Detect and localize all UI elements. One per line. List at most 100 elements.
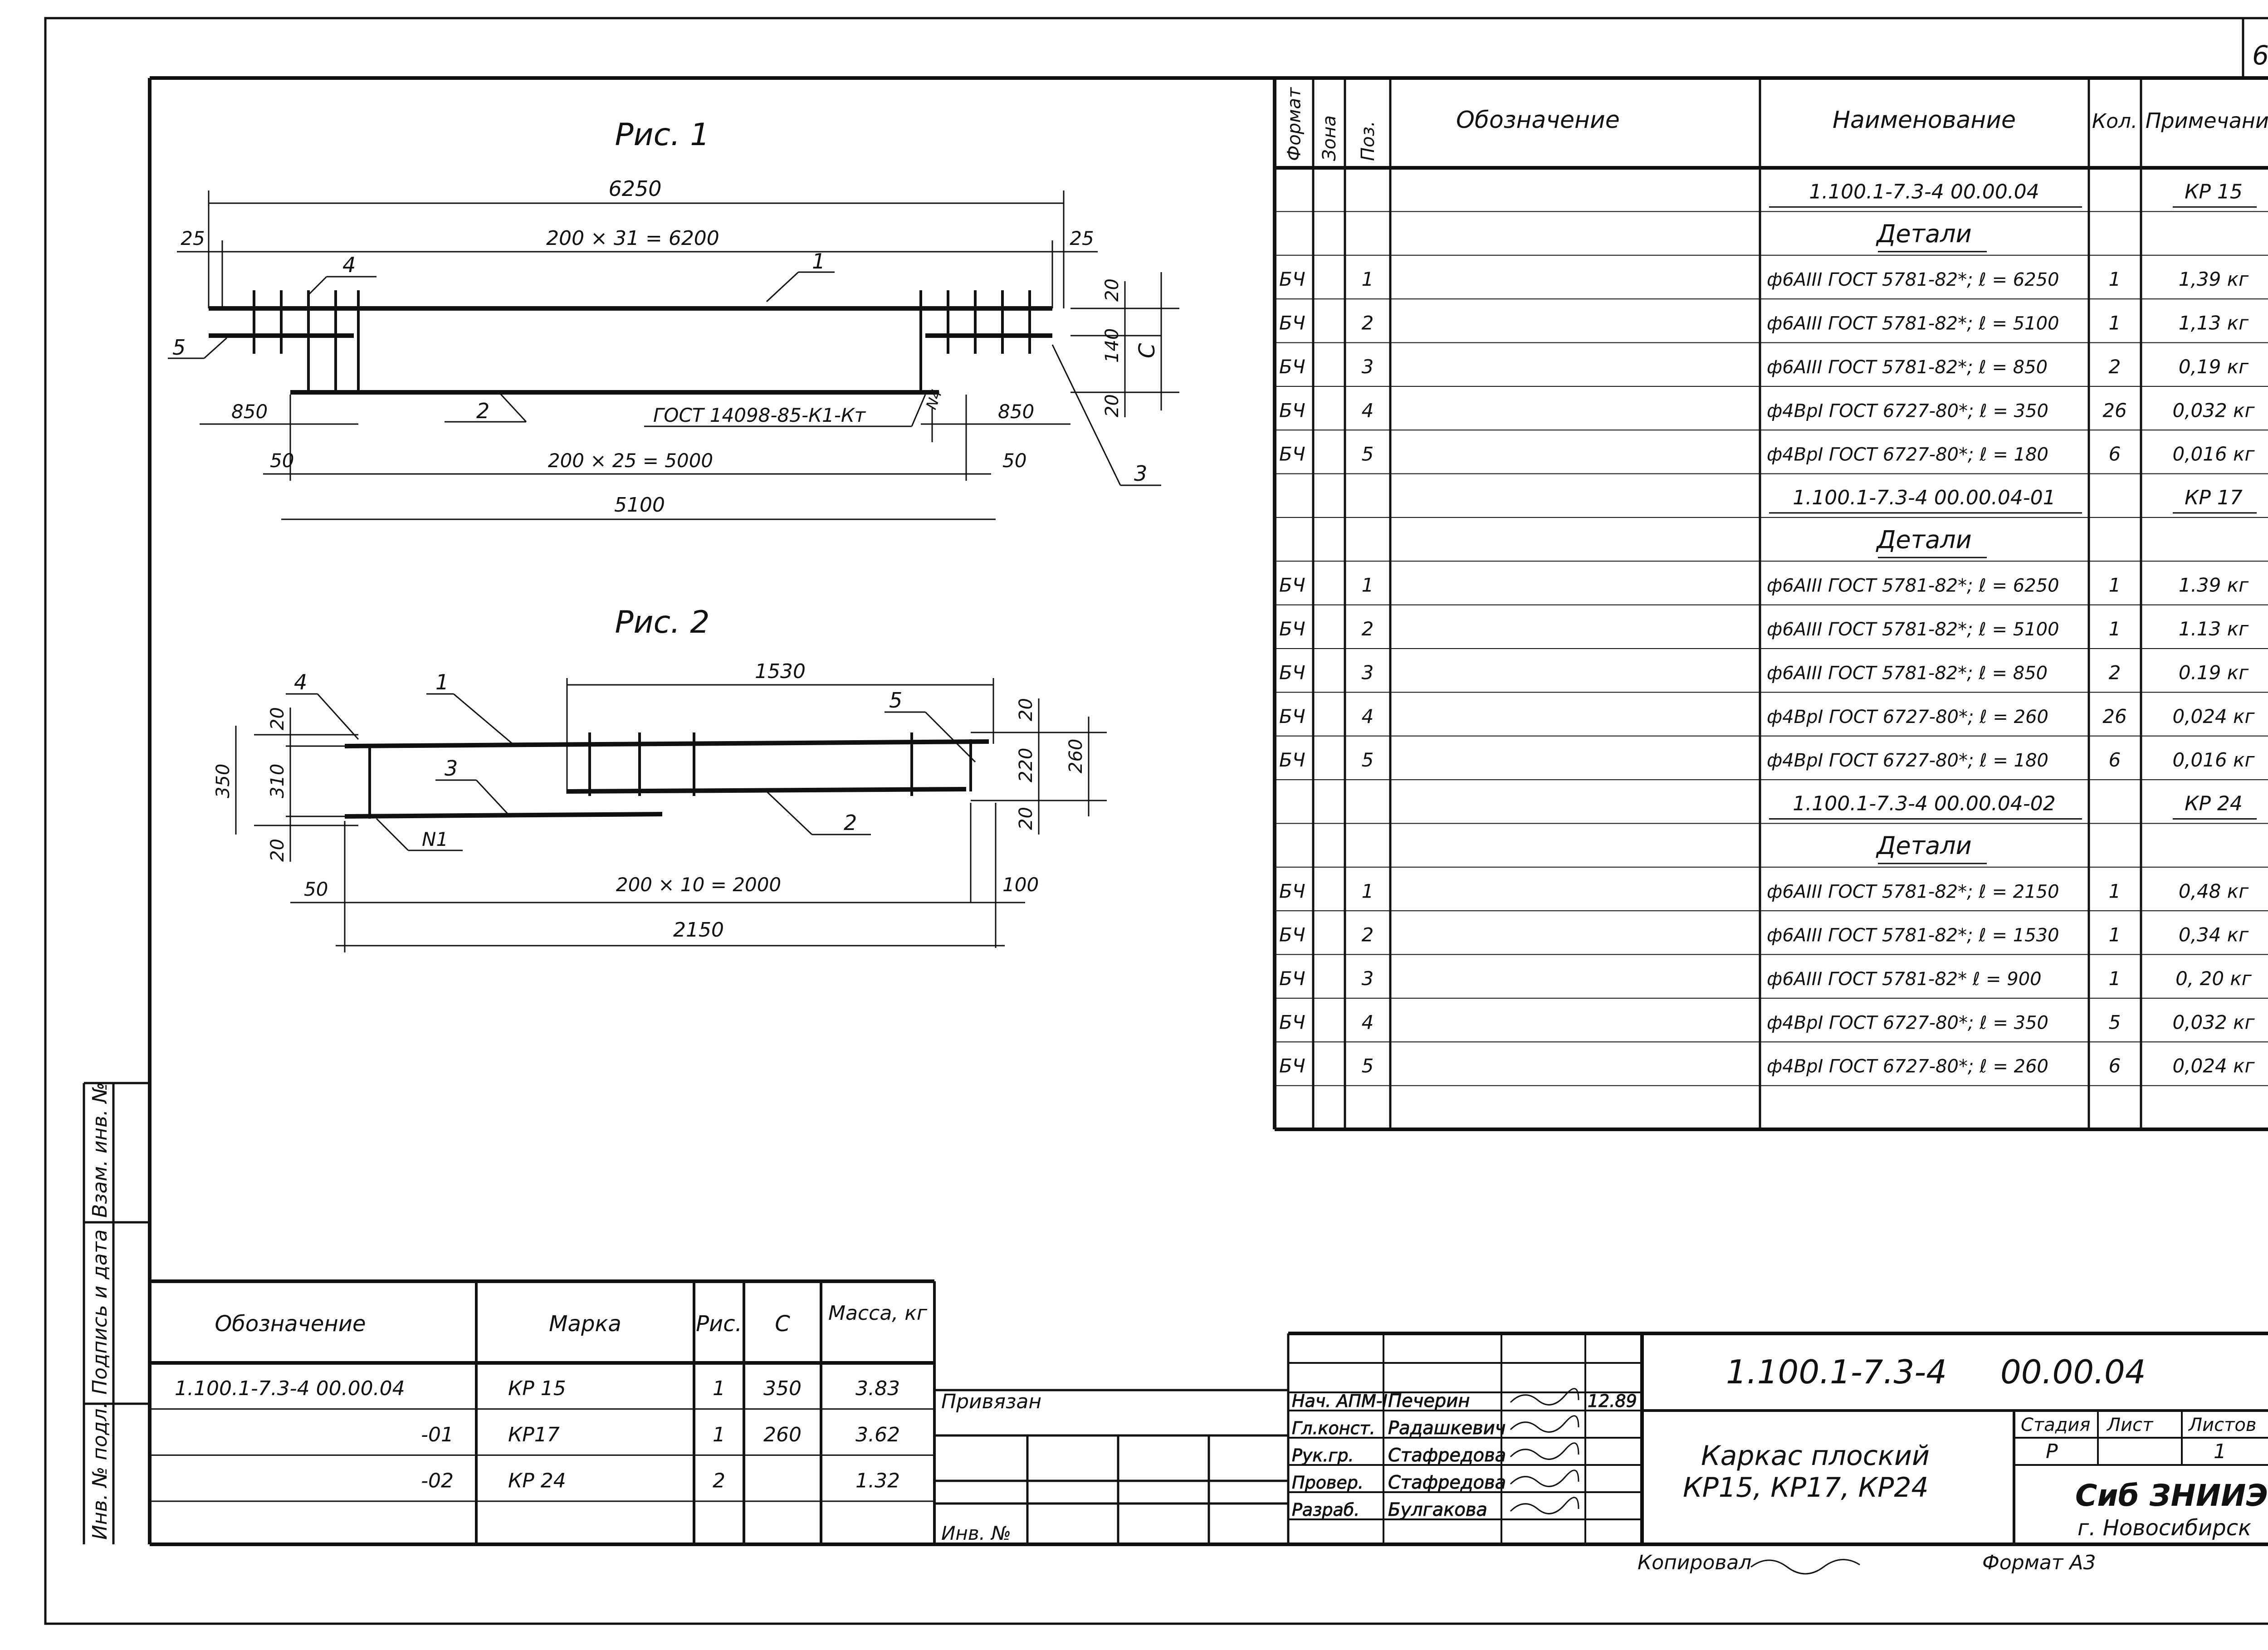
title-signature: [1510, 1497, 1579, 1514]
spec-cell-format: БЧ: [1279, 356, 1305, 378]
title-role: Разраб.: [1292, 1500, 1359, 1520]
title-block: 1.100.1-7.3-4 00.00.04 Каркас плоский КР…: [1288, 1332, 2268, 1575]
spec-cell-pos: 5: [1362, 749, 1374, 771]
spec-cell-note: 0,032 кг: [2172, 1011, 2255, 1033]
spec-doc-mark: КР 15: [2185, 180, 2243, 203]
spec-cell-format: БЧ: [1279, 574, 1305, 596]
spec-cell-qty: 2: [2109, 356, 2121, 378]
marks-cell-designation: -02: [421, 1469, 454, 1493]
marks-cell-mass: 3.83: [855, 1377, 900, 1400]
spec-cell-name: ф4ВрI ГОСТ 6727-80*; ℓ = 180: [1767, 750, 2048, 771]
spec-cell-format: БЧ: [1279, 661, 1305, 683]
marks-cell-mark: КР17: [508, 1423, 560, 1446]
fig2-callout-1: 1: [435, 670, 449, 694]
title-signature: [1510, 1415, 1579, 1433]
spec-cell-qty: 1: [2109, 574, 2121, 596]
spec-cell-format: БЧ: [1279, 749, 1305, 771]
title-role: Провер.: [1292, 1473, 1364, 1493]
fig1-title: Рис. 1: [615, 117, 709, 153]
spec-cell-note: 0,34 кг: [2179, 924, 2249, 946]
spec-cell-pos: 3: [1362, 356, 1374, 378]
spec-cell-pos: 2: [1362, 312, 1374, 334]
binding-label: Привязан: [941, 1390, 1041, 1413]
spec-cell-format: БЧ: [1279, 880, 1305, 902]
strip-inv-podl: Инв. № подл.: [88, 1402, 112, 1540]
spec-cell-note: 0.19 кг: [2179, 661, 2249, 683]
spec-cell-format: БЧ: [1279, 312, 1305, 334]
fig2-dim-2150: 2150: [673, 918, 724, 942]
fig1-dim-25-left: 25: [181, 227, 205, 249]
spec-cell-qty: 1: [2109, 924, 2121, 946]
spec-cell-qty: 26: [2102, 399, 2126, 421]
fig2-callout-3: 3: [445, 756, 458, 781]
title-person: Стафредова: [1388, 1472, 1506, 1493]
spec-cell-pos: 4: [1362, 399, 1374, 421]
marks-header-1: Марка: [549, 1311, 621, 1337]
spec-cell-pos: 1: [1362, 880, 1374, 902]
fig1-callout-3: 3: [1134, 461, 1147, 486]
fig1-dim-5100: 5100: [614, 493, 665, 517]
spec-doc-code: 1.100.1-7.3-4 00.00.04: [1809, 180, 2039, 203]
spec-cell-pos: 1: [1362, 574, 1374, 596]
spec-cell-qty: 5: [2109, 1011, 2121, 1033]
fig1-dim-850-right: 850: [998, 400, 1034, 423]
spec-cell-qty: 1: [2109, 880, 2121, 902]
spec-cell-name: ф4ВрI ГОСТ 6727-80*; ℓ = 260: [1767, 707, 2048, 727]
spec-cell-note: 1,39 кг: [2179, 268, 2249, 290]
title-copied-label: Копировал: [1637, 1551, 1751, 1574]
marks-cell-fig: 1: [713, 1377, 725, 1400]
spec-cell-note: 0,024 кг: [2172, 705, 2255, 727]
spec-cell-qty: 1: [2109, 268, 2121, 290]
spec-cell-pos: 2: [1362, 924, 1374, 946]
marks-header-3: С: [775, 1311, 790, 1337]
title-name-line2: КР15, КР17, КР24: [1683, 1472, 1929, 1504]
title-sheets: 1: [2214, 1440, 2226, 1463]
page-number: 62: [2252, 40, 2268, 71]
spec-cell-pos: 3: [1362, 661, 1374, 683]
title-sheet-header: Лист: [2106, 1415, 2154, 1435]
spec-cell-name: ф6АIII ГОСТ 5781-82*; ℓ = 850: [1767, 663, 2048, 683]
spec-cell-format: БЧ: [1279, 924, 1305, 946]
fig2-dim-20-left-top: 20: [267, 707, 288, 730]
title-sheets-header: Листов: [2188, 1415, 2256, 1435]
fig1-dim-50-right: 50: [1002, 449, 1026, 472]
fig2-bar-3: [344, 812, 663, 819]
spec-header-name: Наименование: [1833, 107, 2016, 134]
title-person: Печерин: [1388, 1391, 1470, 1411]
spec-cell-qty: 2: [2109, 661, 2121, 683]
spec-header-designation: Обозначение: [1456, 107, 1620, 134]
title-person: Радашкевич: [1388, 1418, 1505, 1439]
spec-cell-note: 1,13 кг: [2179, 312, 2249, 334]
title-role: Гл.конст.: [1292, 1418, 1375, 1438]
title-role: Нач. АПМ-I: [1292, 1391, 1388, 1411]
fig2-weld-mark: N1: [422, 828, 448, 850]
copied-signature: [1750, 1559, 1860, 1575]
fig1-callout-2: 2: [476, 399, 489, 423]
spec-cell-pos: 3: [1362, 967, 1374, 990]
title-person: Булгакова: [1388, 1499, 1487, 1520]
fig2-callout-2: 2: [844, 810, 857, 835]
spec-cell-qty: 1: [2109, 312, 2121, 334]
spec-cell-name: ф4ВрI ГОСТ 6727-80*; ℓ = 260: [1767, 1056, 2048, 1077]
fig1-callout-5: 5: [172, 335, 186, 360]
fig2-dim-1530: 1530: [755, 660, 806, 683]
spec-cell-qty: 6: [2109, 443, 2121, 465]
spec-doc-mark: КР 17: [2185, 486, 2243, 509]
strip-vzam-inv: Взам. инв. №: [88, 1082, 112, 1218]
marks-cell-mass: 3.62: [855, 1423, 900, 1446]
fig2-callout-4: 4: [294, 670, 307, 694]
title-city: г. Новосибирск: [2077, 1515, 2251, 1541]
spec-cell-pos: 5: [1362, 1055, 1374, 1077]
spec-cell-format: БЧ: [1279, 268, 1305, 290]
fig1-dim-span: 200 × 31 = 6200: [546, 227, 719, 250]
spec-header-note: Примечание: [2146, 108, 2268, 133]
left-strip: Инв. № подл. Подпись и дата Взам. инв. №: [83, 1082, 150, 1544]
spec-cell-qty: 6: [2109, 749, 2121, 771]
title-code: 1.100.1-7.3-4: [1726, 1353, 1947, 1391]
fig2-dim-350: 350: [213, 764, 234, 798]
spec-cell-name: ф6АIII ГОСТ 5781-82*; ℓ = 1530: [1767, 925, 2059, 946]
marks-cell-mark: КР 15: [508, 1377, 566, 1400]
spec-cell-note: 0,016 кг: [2172, 443, 2255, 465]
